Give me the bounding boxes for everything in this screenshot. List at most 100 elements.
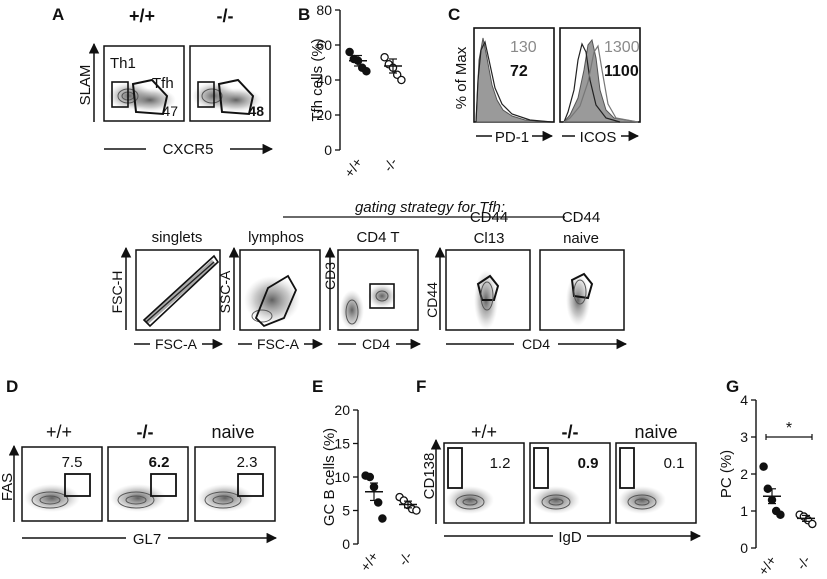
panel-g-x-category-label: +/+	[755, 553, 780, 579]
axis-label-igd: IgD	[558, 529, 582, 546]
panel-e-y-tick-label: 15	[334, 436, 350, 452]
gating-title-singlets: singlets	[152, 229, 203, 246]
gate-label-th1: Th1	[110, 55, 136, 72]
axis-label-pd1: PD-1	[495, 129, 529, 146]
gating-plot-cd4t: CD4 T CD3 CD4	[322, 229, 422, 353]
axis-label-cd138: CD138	[421, 453, 438, 500]
panel-g-data-point	[808, 519, 817, 529]
panel-g-significance-star: *	[786, 420, 792, 437]
panel-e-y-tick-label: 10	[334, 469, 350, 485]
gate-label-tfh: Tfh	[152, 75, 174, 92]
gating-plot-lymphos: lymphos SSC-A FSC-A	[217, 229, 324, 353]
gating-strategy: gating strategy for Tfh: singlets FSC-H …	[109, 199, 628, 353]
panel-g-y-axis-label: PC (%)	[718, 450, 735, 498]
panel-e-y-tick-label: 5	[342, 503, 350, 519]
gating-plot-singlets: singlets FSC-H FSC-A	[109, 229, 224, 353]
flow-plot-f-naive: 0.1	[615, 442, 697, 524]
panel-letter-b: B	[298, 5, 310, 24]
panel-a: A +/+ -/- Th1 Tfh 47 48 SLAM	[52, 5, 274, 158]
mfi-gray-pd1: 130	[510, 39, 537, 56]
axis-label-slam: SLAM	[77, 65, 94, 106]
histogram-pd1: 130 72	[473, 27, 555, 123]
gate-value-d-naive: 2.3	[237, 454, 258, 471]
panel-b-y-axis-label: Tfh cells (%)	[309, 38, 326, 121]
panel-letter-a: A	[52, 5, 64, 24]
mfi-gray-icos: 1300	[604, 39, 640, 56]
panel-b-data-point	[362, 67, 371, 76]
axis-label-gl7: GL7	[133, 531, 161, 548]
panel-e-y-axis-label: GC B cells (%)	[321, 428, 338, 526]
mfi-bold-icos: 1100	[604, 63, 639, 80]
gate-value-ko: 48	[248, 103, 264, 119]
gating-title-naive: naive	[563, 230, 599, 247]
gate-value-f-wt: 1.2	[490, 455, 511, 472]
panel-b-y-tick-label: 0	[324, 142, 332, 158]
panel-g-y-tick-label: 4	[740, 392, 748, 408]
panel-e-data-point	[378, 514, 387, 523]
axis-label-icos: ICOS	[580, 129, 617, 146]
axis-label-cd4-shared: CD4	[522, 336, 550, 352]
panel-letter-d: D	[6, 377, 18, 396]
panel-b-data-point	[397, 75, 406, 85]
panel-letter-c: C	[448, 5, 460, 24]
flow-plot-d-wt: 7.5	[21, 446, 103, 522]
gate-value-f-ko: 0.9	[578, 455, 599, 472]
axis-label-fsca-1: FSC-A	[155, 336, 198, 352]
panel-b-y-tick-label: 60	[316, 37, 332, 53]
group-label-f-naive: naive	[634, 422, 677, 442]
axis-label-fas: FAS	[0, 473, 16, 501]
flow-plot-d-naive: 2.3	[194, 446, 276, 522]
gating-title-cd4t: CD4 T	[356, 229, 399, 246]
gating-plot-cd44-cl13: CD44 Cl13 CD44	[424, 209, 531, 331]
axis-label-fsca-2: FSC-A	[257, 336, 300, 352]
flow-plot-a-wt: Th1 Tfh 47	[103, 45, 185, 122]
axis-label-ssca: SSC-A	[217, 270, 233, 313]
panel-d: D +/+ -/- naive 7.5 6.2 2.3	[0, 377, 278, 548]
gating-title-cd44-1: CD44	[470, 209, 508, 226]
panel-e-data-point	[412, 506, 421, 515]
panel-b-y-tick-label: 80	[316, 2, 332, 18]
panel-e-x-category-label: -/-	[395, 548, 416, 568]
panel-letter-f: F	[416, 377, 426, 396]
gate-value-wt: 47	[162, 103, 178, 119]
gating-title: gating strategy for Tfh:	[355, 199, 505, 216]
gating-title-lymphos: lymphos	[248, 229, 304, 246]
axis-label-fsch: FSC-H	[109, 271, 125, 314]
panel-g-x-category-label: -/-	[793, 552, 814, 572]
panel-e-x-category-label: +/+	[357, 549, 382, 575]
gating-title-cd44-2: CD44	[562, 209, 600, 226]
panel-g-data-point	[759, 462, 768, 471]
panel-b-x-category-label: +/+	[341, 155, 366, 181]
flow-plot-f-wt: 1.2	[443, 442, 525, 524]
mfi-bold-pd1: 72	[510, 63, 528, 80]
panel-g-y-tick-label: 3	[740, 429, 748, 445]
panel-b-data-point	[345, 47, 354, 57]
panel-g-data-point	[776, 510, 785, 519]
group-label-f-wt: +/+	[471, 422, 497, 442]
axis-label-cd3: CD3	[322, 262, 338, 290]
panel-f: F +/+ -/- naive 1.2 0.9 0.1	[416, 377, 702, 546]
axis-label-cd44: CD44	[424, 282, 440, 318]
flow-plot-a-ko: 48	[189, 45, 271, 122]
flow-plot-d-ko: 6.2	[107, 446, 189, 522]
th1-gate	[111, 81, 129, 108]
axis-label-cd4-gate: CD4	[362, 336, 390, 352]
group-label-d-wt: +/+	[46, 422, 72, 442]
flow-plot-f-ko: 0.9	[529, 442, 611, 524]
group-label-d-ko: -/-	[137, 422, 154, 442]
panel-e-data-point	[365, 472, 375, 482]
axis-label-cxcr5: CXCR5	[163, 141, 214, 158]
panel-b-y-tick-label: 20	[316, 107, 332, 123]
group-label-d-naive: naive	[211, 422, 254, 442]
gate-value-d-ko: 6.2	[149, 454, 170, 471]
gate-value-f-naive: 0.1	[664, 455, 685, 472]
group-label-f-ko: -/-	[562, 422, 579, 442]
gate-value-d-wt: 7.5	[62, 454, 83, 471]
panel-letter-g: G	[726, 377, 739, 396]
panel-g-y-tick-label: 2	[740, 466, 748, 482]
panel-b-data-point	[380, 53, 389, 62]
